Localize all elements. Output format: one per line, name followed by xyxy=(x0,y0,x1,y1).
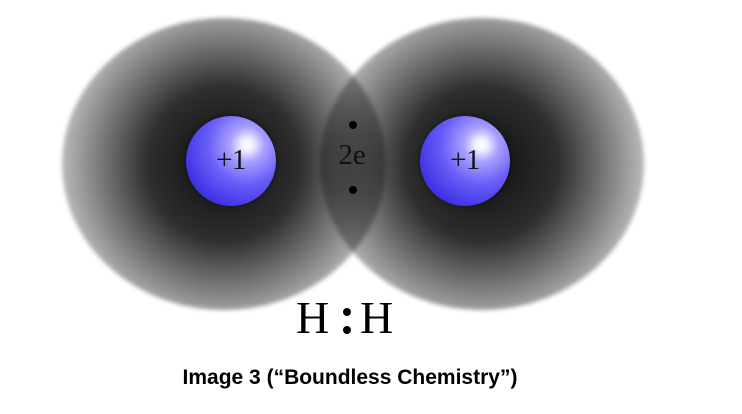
bond-electron-dot-bottom xyxy=(343,326,351,334)
nucleus-charge-label: +1 xyxy=(450,144,480,176)
nucleus-left: +1 xyxy=(186,116,276,206)
bond-electron-dot-top xyxy=(343,308,351,316)
electron-dot-top xyxy=(349,121,357,129)
electron-dot-bottom xyxy=(349,186,357,194)
shared-electrons-label: 2e xyxy=(338,139,366,171)
nucleus-right: +1 xyxy=(420,116,510,206)
atom-symbol-left: H xyxy=(296,292,330,343)
atom-symbol-right: H xyxy=(360,292,394,343)
lewis-structure: H H xyxy=(286,290,410,346)
figure-caption: Image 3 (“Boundless Chemistry”) xyxy=(182,366,518,389)
nucleus-charge-label: +1 xyxy=(216,144,246,176)
